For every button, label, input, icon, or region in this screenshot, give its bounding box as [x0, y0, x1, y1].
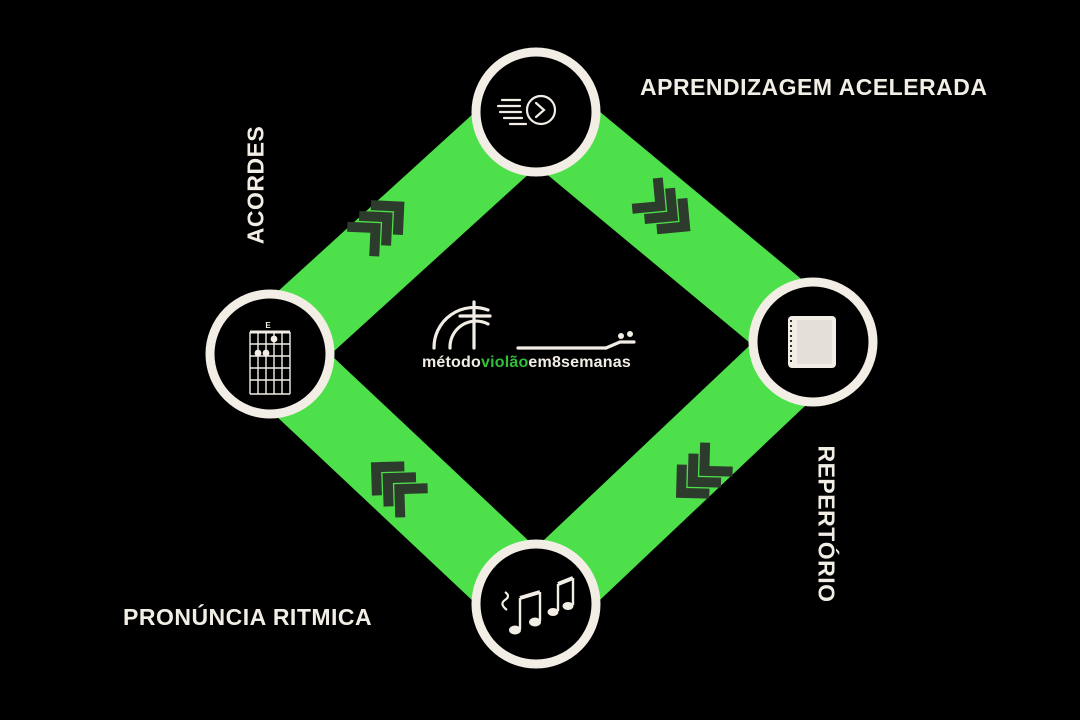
logo: métodoviolãoem8semanas [420, 298, 670, 380]
node-ring-bottom [471, 539, 601, 669]
band-bottom-right-chevron-1 [699, 442, 733, 477]
band-bottom-right-chevron-3 [675, 464, 710, 499]
band-bottom-left-chevron-1 [394, 483, 428, 518]
notebook-icon [788, 316, 836, 368]
chord-chart-icon [249, 330, 291, 395]
node-top [471, 47, 601, 177]
chord-name: E [265, 321, 271, 330]
label-acordes: ACORDES [242, 125, 269, 245]
node-ring-left [205, 289, 335, 419]
band-top-left-chevron-1 [347, 221, 381, 257]
band-top-left-chevron-3 [370, 200, 405, 235]
band-top-right-chevron-1 [631, 177, 666, 214]
band-bottom-left-chevron-3 [370, 461, 405, 496]
node-bottom [471, 539, 601, 669]
label-repertorio: REPERTÓRIO [813, 445, 840, 603]
band-bottom-right-chevron-2 [687, 453, 722, 488]
logo-wordmark: métodoviolãoem8semanas [422, 354, 631, 372]
flow-chevrons [347, 177, 733, 518]
node-ring-top [471, 47, 601, 177]
logo-text-violao: violão [480, 354, 529, 371]
logo-text-metodo: método [422, 354, 481, 371]
band-top-right-chevron-2 [644, 187, 679, 224]
music-notes-icon [501, 576, 575, 635]
node-right [748, 277, 878, 407]
guitar-logo-icon [432, 300, 636, 350]
band-bottom-left-chevron-2 [382, 472, 417, 507]
fast-forward-icon [496, 94, 557, 126]
label-aprendizagem-acelerada: APRENDIZAGEM ACELERADA [640, 74, 988, 100]
band-top-right-chevron-3 [656, 197, 691, 235]
label-pronuncia-ritmica: PRONÚNCIA RITMICA [123, 604, 373, 630]
node-left: E [205, 289, 335, 419]
logo-text-em8semanas: em8semanas [528, 354, 631, 371]
band-top-left-chevron-2 [358, 210, 393, 246]
